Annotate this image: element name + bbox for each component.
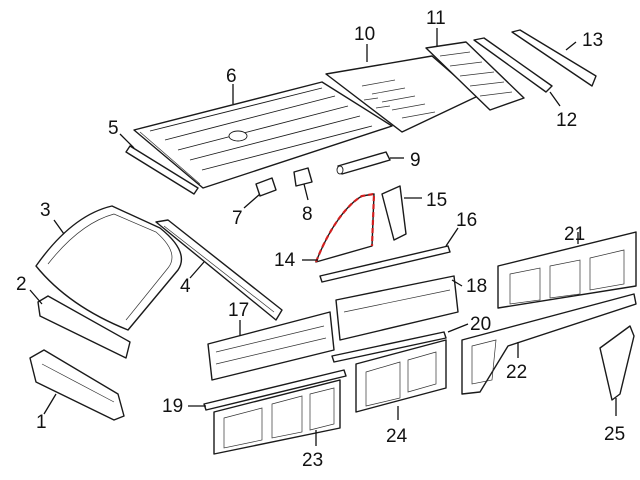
part-24-door-inner-panel[interactable] — [355, 339, 447, 413]
part-21-large-side-panel[interactable] — [497, 231, 637, 309]
part-14-quarter-window-frame[interactable] — [314, 192, 376, 263]
part-2-cowl-panel[interactable] — [37, 295, 131, 359]
callout-6: 6 — [226, 66, 237, 87]
callout-19: 19 — [162, 396, 183, 417]
part-12-roof-bow[interactable] — [473, 37, 553, 93]
part-11-rear-roof-panel[interactable] — [425, 41, 525, 111]
callout-4: 4 — [180, 276, 191, 297]
part-20-lower-molding[interactable] — [331, 331, 447, 363]
callout-16: 16 — [456, 210, 477, 231]
part-23-lower-side-panel[interactable] — [213, 379, 341, 455]
part-13-rear-header[interactable] — [511, 29, 597, 87]
part-18-upper-side-panel[interactable] — [335, 275, 459, 341]
callout-20: 20 — [470, 314, 491, 335]
part-4-a-pillar[interactable] — [155, 219, 283, 321]
leader-lines — [29, 28, 617, 446]
part-9-roof-bow-tube[interactable] — [336, 151, 391, 175]
callout-11: 11 — [426, 8, 446, 29]
callout-10: 10 — [354, 24, 375, 45]
part-1-lower-cowl[interactable] — [29, 349, 125, 421]
callout-labels: 1 2 3 4 5 6 7 8 9 10 11 12 13 14 15 16 1… — [16, 8, 625, 471]
callout-7: 7 — [232, 208, 243, 229]
callout-1: 1 — [36, 412, 47, 433]
part-10-center-roof-panel[interactable] — [325, 55, 479, 133]
callout-23: 23 — [302, 450, 323, 471]
part-8-bracket[interactable] — [293, 167, 313, 187]
callout-21: 21 — [564, 224, 585, 245]
part-5-roof-side-rail[interactable] — [125, 145, 199, 195]
part-7-bracket[interactable] — [255, 177, 277, 197]
part-16-drip-molding[interactable] — [319, 245, 451, 283]
callout-12: 12 — [556, 110, 577, 131]
callout-14: 14 — [274, 250, 296, 271]
part-6-roof-panel[interactable] — [133, 81, 393, 189]
callout-9: 9 — [410, 150, 421, 171]
callout-24: 24 — [386, 426, 408, 447]
callout-25: 25 — [604, 424, 625, 445]
callout-5: 5 — [108, 118, 119, 139]
callout-22: 22 — [506, 362, 527, 383]
part-15-pillar-reinforcement[interactable] — [381, 185, 407, 241]
part-19-sill-molding[interactable] — [203, 369, 347, 411]
part-22-floor-frame-assembly[interactable] — [461, 293, 637, 395]
callout-13: 13 — [582, 30, 603, 51]
part-3-windshield[interactable] — [35, 205, 183, 331]
callout-2: 2 — [16, 274, 27, 295]
callout-8: 8 — [302, 204, 313, 225]
callout-18: 18 — [466, 276, 487, 297]
callout-17: 17 — [228, 300, 249, 321]
callout-15: 15 — [426, 190, 447, 211]
part-25-rear-pillar[interactable] — [599, 325, 635, 401]
callout-3: 3 — [40, 200, 51, 221]
part-17-front-side-panel[interactable] — [207, 311, 335, 381]
